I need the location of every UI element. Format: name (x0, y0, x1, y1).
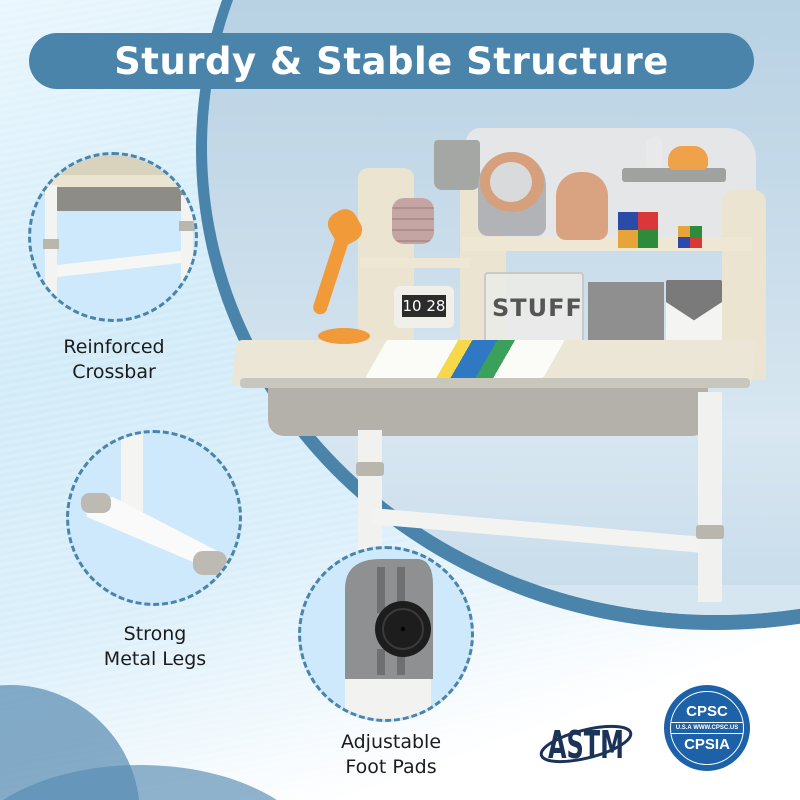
caption-line: Metal Legs (103, 648, 207, 670)
lion-plush-icon (478, 152, 546, 236)
flip-clock: 10 28 (394, 286, 454, 328)
crossbar-detail-circle (28, 152, 198, 322)
pen-cup-icon (434, 140, 480, 190)
storage-basket: STUFF (484, 272, 584, 344)
dog-figure-icon (668, 146, 708, 170)
cpsc-url: U.S.A WWW.CPSC.US (671, 722, 743, 734)
basket-label: STUFF (492, 294, 583, 322)
page-title: Sturdy & Stable Structure (114, 39, 669, 83)
astronaut-figure-icon (646, 136, 662, 168)
astm-logo: ASTM (538, 688, 634, 780)
desk-edge (240, 378, 750, 388)
desk-drawer (268, 388, 708, 436)
cpsc-label: CPSC (686, 703, 728, 720)
open-book-icon (365, 340, 565, 378)
caption-line: Foot Pads (345, 756, 437, 778)
cpsia-label: CPSIA (684, 736, 730, 753)
fox-storage-box-icon (666, 280, 722, 348)
t-leg-closeup-icon (81, 433, 227, 575)
foot-pads-detail-circle (298, 546, 474, 722)
feature-caption-foot-pads: Adjustable Foot Pads (306, 730, 476, 780)
legs-detail-circle (66, 430, 242, 606)
clock-time: 10 28 (402, 295, 446, 317)
svg-text:ASTM: ASTM (548, 723, 624, 767)
caption-line: Strong (123, 623, 187, 645)
cpsc-badge-inner: CPSC U.S.A WWW.CPSC.US CPSIA (670, 691, 744, 765)
wall-tray (622, 168, 726, 182)
pouf-decor-icon (392, 198, 434, 244)
crossbar-closeup-icon (31, 155, 195, 305)
left-shelf (360, 258, 470, 268)
feature-caption-crossbar: Reinforced Crossbar (34, 335, 194, 385)
rubiks-cube-icon (618, 212, 658, 248)
feature-caption-legs: Strong Metal Legs (70, 622, 240, 672)
upper-shelf (462, 237, 752, 251)
caption-line: Crossbar (72, 361, 156, 383)
rubiks-cube-small-icon (678, 226, 702, 248)
lamp-base-icon (318, 328, 370, 344)
title-banner: Sturdy & Stable Structure (29, 33, 754, 89)
lion-face (490, 162, 532, 202)
marker-set-icon (588, 282, 664, 340)
caption-line: Adjustable (340, 731, 442, 753)
small-lion-plush-icon (556, 172, 608, 240)
cpsc-badge: CPSC U.S.A WWW.CPSC.US CPSIA (664, 685, 750, 771)
astm-badge-icon: ASTM (539, 723, 633, 767)
caption-line: Reinforced (63, 336, 165, 358)
height-clamp-right (696, 525, 724, 539)
height-clamp-left (356, 462, 384, 476)
desk-leg-right (698, 392, 722, 602)
foot-pad-closeup-icon (345, 559, 433, 719)
